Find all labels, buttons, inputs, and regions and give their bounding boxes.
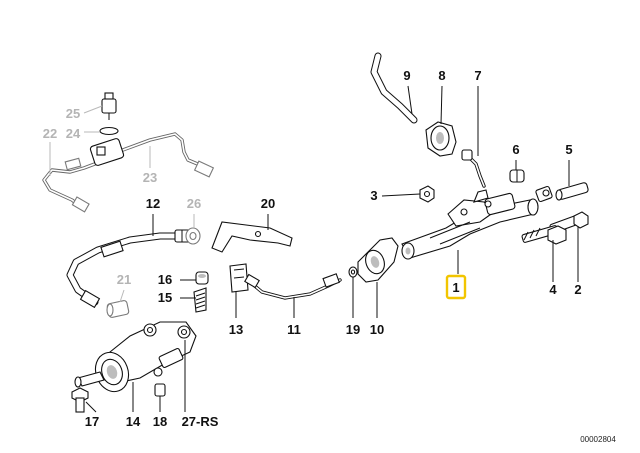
pressure-line-assembly-grey bbox=[42, 92, 215, 213]
label-part-25[interactable]: 25 bbox=[66, 106, 80, 121]
retaining-clip bbox=[229, 263, 249, 293]
label-part-1[interactable]: 1 bbox=[452, 280, 459, 295]
label-part-17[interactable]: 17 bbox=[85, 414, 99, 429]
label-part-5[interactable]: 5 bbox=[565, 142, 572, 157]
dust-boot bbox=[357, 237, 399, 283]
label-part-10[interactable]: 10 bbox=[370, 322, 384, 337]
label-part-6[interactable]: 6 bbox=[512, 142, 519, 157]
label-part-8[interactable]: 8 bbox=[438, 68, 445, 83]
part-labels: 1 2 3 4 5 6 7 8 9 10 11 12 13 14 15 16 1… bbox=[43, 68, 582, 429]
clutch-cylinder-main[interactable] bbox=[401, 185, 553, 260]
bushing bbox=[509, 169, 525, 183]
selected-part-highlight bbox=[445, 274, 467, 300]
pipe-fitting bbox=[461, 149, 486, 188]
label-part-27-rs[interactable]: 27-RS bbox=[182, 414, 219, 429]
label-part-23[interactable]: 23 bbox=[143, 170, 157, 185]
label-part-14[interactable]: 14 bbox=[126, 414, 141, 429]
bolt-17 bbox=[71, 387, 89, 413]
bracket bbox=[211, 221, 293, 253]
label-part-20[interactable]: 20 bbox=[261, 196, 275, 211]
label-part-2[interactable]: 2 bbox=[574, 282, 581, 297]
washer bbox=[348, 266, 358, 278]
label-part-24[interactable]: 24 bbox=[66, 126, 81, 141]
label-part-19[interactable]: 19 bbox=[346, 322, 360, 337]
label-part-3[interactable]: 3 bbox=[370, 188, 377, 203]
label-part-13[interactable]: 13 bbox=[229, 322, 243, 337]
label-part-21[interactable]: 21 bbox=[117, 272, 131, 287]
diagram-reference-code: 00002804 bbox=[580, 435, 616, 444]
reservoir-cap bbox=[425, 121, 457, 157]
bleeder-cap bbox=[195, 271, 209, 285]
label-part-16[interactable]: 16 bbox=[158, 272, 172, 287]
label-part-9[interactable]: 9 bbox=[403, 68, 410, 83]
pin bbox=[555, 182, 589, 201]
label-part-11[interactable]: 11 bbox=[287, 322, 301, 337]
label-part-12[interactable]: 12 bbox=[146, 196, 160, 211]
reservoir-hose bbox=[370, 52, 418, 124]
clutch-hose bbox=[66, 229, 198, 309]
slave-cylinder bbox=[74, 321, 197, 393]
hex-nut bbox=[419, 185, 435, 203]
clutch-pipe bbox=[244, 273, 342, 300]
label-part-15[interactable]: 15 bbox=[158, 290, 172, 305]
label-part-26[interactable]: 26 bbox=[187, 196, 201, 211]
label-part-22[interactable]: 22 bbox=[43, 126, 57, 141]
label-part-4[interactable]: 4 bbox=[549, 282, 557, 297]
bleeder-screw bbox=[193, 287, 207, 313]
label-part-18[interactable]: 18 bbox=[153, 414, 167, 429]
leader-lines bbox=[49, 85, 579, 413]
label-part-7[interactable]: 7 bbox=[474, 68, 481, 83]
bolt-long bbox=[521, 225, 567, 245]
fitting-grey bbox=[106, 300, 130, 318]
bushing-grey bbox=[185, 227, 201, 245]
